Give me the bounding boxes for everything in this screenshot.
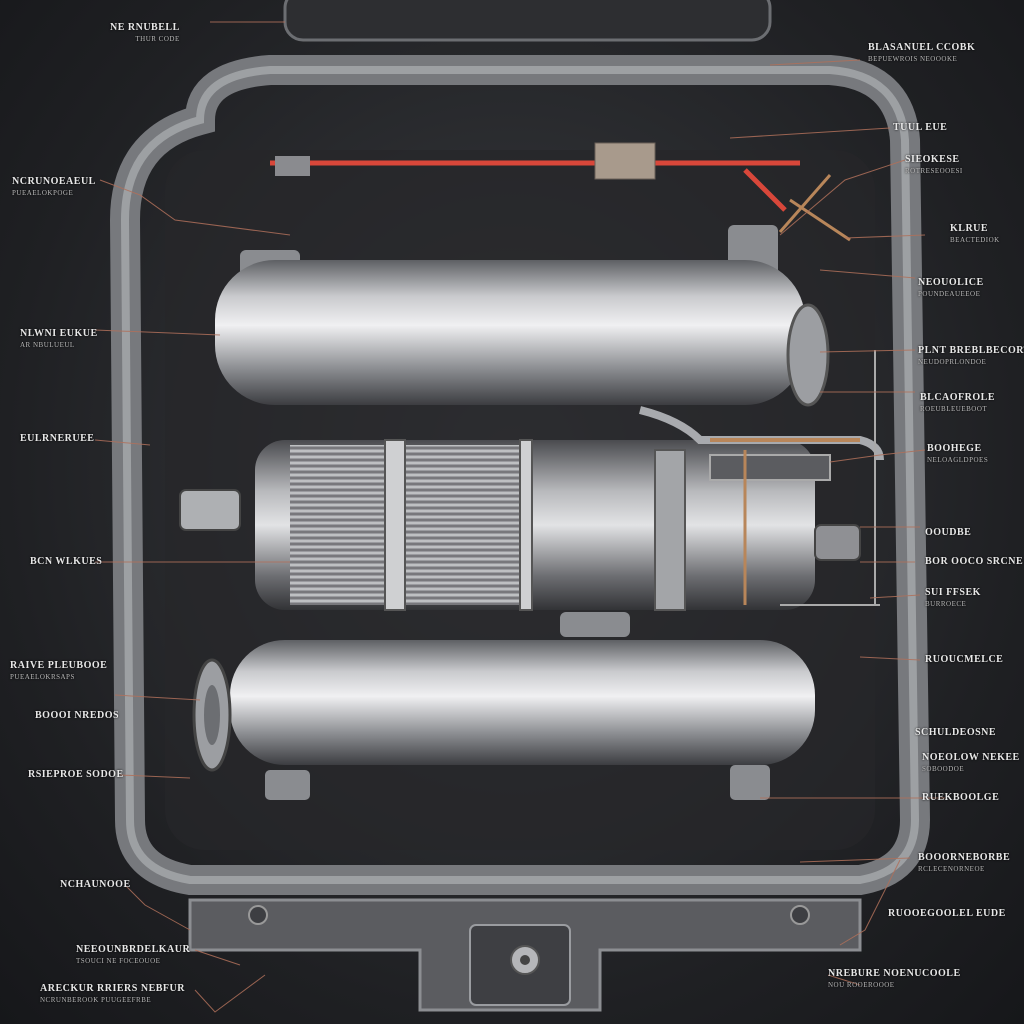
lower-tank (192, 612, 815, 800)
label-right-15: RUEKBOOLGE (922, 792, 1000, 803)
label-top-left: NE RNUBELL THUR CODE (110, 22, 180, 43)
label-right-17: RUOOEGOOLEL EUDE (888, 908, 1006, 919)
label-right-18: NREBURE NOENUCOOLE NOU ROOEROOOE (828, 968, 961, 989)
label-left-8: NCHAUNOOE (60, 879, 131, 890)
base (188, 898, 862, 1012)
upper-tank (215, 225, 830, 407)
compressor-cylinder (179, 439, 861, 611)
label-left-4: BCN WLKUES (30, 556, 103, 567)
label-right-5: NEOUOLICE POUNDEAUEEOE (918, 277, 984, 298)
label-right-14: NOEOLOW NEKEE SOBOODOE (922, 752, 1020, 773)
label-right-1: BLASANUEL CCOBK BEPUEWROIS NEOOOKE (868, 42, 976, 63)
label-right-8: BOOHEGE NELOAGLDPOES (927, 443, 989, 464)
label-right-11: SUI FFSEK BURROECE (925, 587, 981, 608)
label-left-3: EULRNERUEE (20, 433, 95, 444)
label-left-7: RSIEPROE SODOE (28, 769, 124, 780)
red-tube (270, 142, 851, 242)
label-left-10: ARECKUR RRIERS NEBFUR NCRUNBEROOK PUUGEE… (40, 983, 185, 1004)
label-right-16: BOOORNEBORBE RCLECENORNEOE (918, 852, 1011, 873)
label-left-2: NLWNI EUKUE AR NBULUEUL (20, 328, 98, 349)
leader-lines (94, 21, 945, 1013)
label-left-6: BOOOI NREDOS (35, 710, 120, 721)
top-cover (283, 0, 772, 42)
label-right-13: SCHULDEOSNE (915, 727, 997, 738)
label-right-9: OOUDBE (925, 527, 972, 538)
label-right-6: PLNT BREBLBECORT NEUDOPRLONDOE (918, 345, 1024, 366)
label-right-10: BOR OOCO SRCNE (925, 556, 1024, 567)
label-left-9: NEEOUNBRDELKAUR TSOUCI NE FOCEOUOE (76, 944, 191, 965)
label-right-7: BLCAOFROLE ROEUBLEUEBOOT (920, 392, 996, 413)
label-right-3: SIEOKESE ROTRESEOOESI (905, 154, 963, 175)
label-right-4: KLRUE BEACTEDIOK (950, 223, 1000, 244)
label-left-1: NCRUNOEAEUL PUEAELOKPOGE (12, 176, 96, 197)
label-right-12: RUOUCMELCE (925, 654, 1004, 665)
label-right-2: TUUL EUE (893, 122, 948, 133)
label-left-5: RAIVE PLEUBOOE PUEAELOKRSAPS (10, 660, 108, 681)
